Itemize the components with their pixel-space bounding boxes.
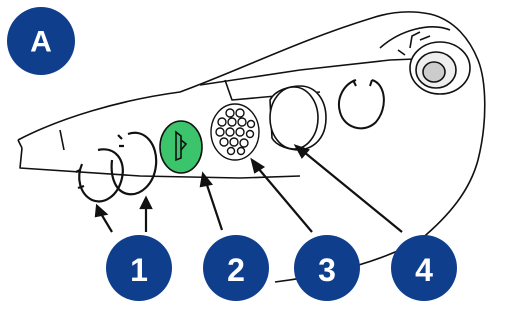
callout-number-4: 4 bbox=[415, 252, 433, 288]
valve-disc-icon bbox=[159, 120, 203, 174]
callout-pointers bbox=[94, 144, 403, 233]
panel-label-badge: A bbox=[7, 7, 75, 75]
housing-nozzle-icon bbox=[397, 31, 471, 95]
callout-badge-3: 3 bbox=[294, 235, 360, 301]
filter-screen-icon bbox=[210, 103, 260, 161]
filter-cup-icon bbox=[269, 85, 327, 151]
panel-label-text: A bbox=[30, 26, 52, 59]
callout-number-2: 2 bbox=[227, 252, 245, 288]
callout-number-3: 3 bbox=[318, 252, 336, 288]
retaining-ring-icon bbox=[338, 79, 385, 130]
callout-badge-1: 1 bbox=[106, 235, 172, 301]
retaining-ring-icon bbox=[75, 131, 158, 203]
callout-number-1: 1 bbox=[130, 252, 148, 288]
callout-badge-2: 2 bbox=[203, 235, 269, 301]
callout-badge-4: 4 bbox=[391, 235, 457, 301]
